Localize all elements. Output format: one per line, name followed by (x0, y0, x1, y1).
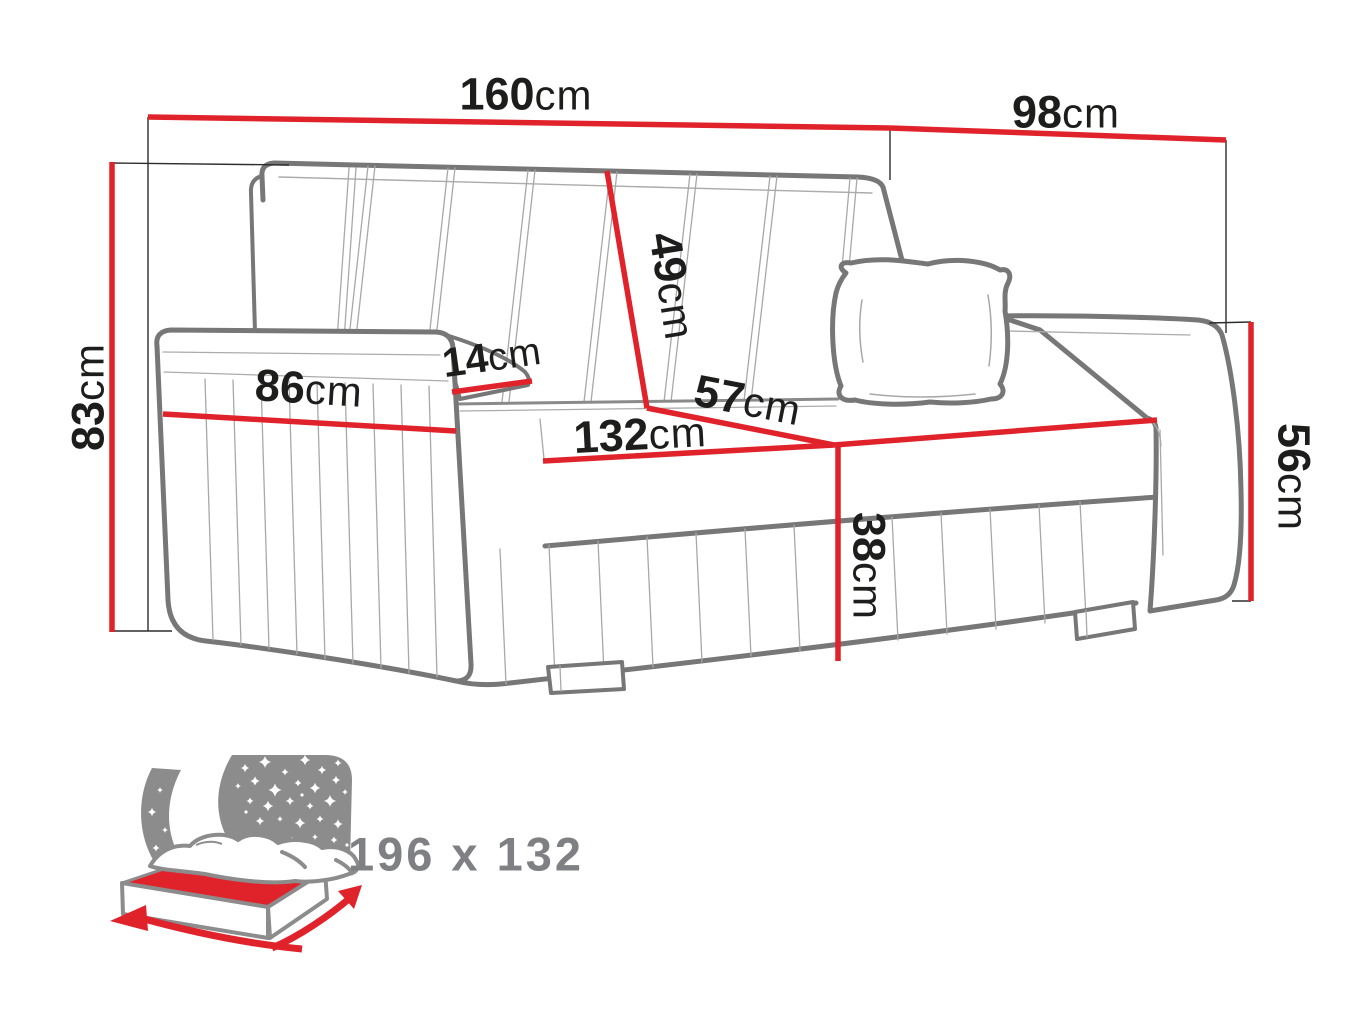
sleeping-function-icon (0, 0, 362, 953)
dim-line-14 (451, 378, 533, 395)
dimension-label-total-depth: 98cm (1011, 86, 1121, 138)
dimension-label-total-height: 83cm (62, 342, 114, 452)
dim-line-seat-front (833, 417, 1158, 448)
dimension-lines (109, 114, 1254, 661)
dim-line-98 (889, 125, 1227, 143)
dim-line-132 (542, 442, 835, 464)
extension-lines (109, 117, 1252, 632)
sofa-feet (546, 600, 1137, 695)
base-channel-lines (499, 501, 1087, 685)
bed-icon (110, 832, 362, 953)
dimension-label-seat-width: 132cm (572, 408, 708, 463)
moon-sliver (141, 768, 188, 870)
sleeping-area-size-label: 196 x 132 (347, 827, 585, 881)
stars (0, 0, 349, 861)
sofa-pillow (830, 257, 1013, 407)
blanket (148, 832, 360, 885)
dimension-label-armrest-height: 56cm (1268, 422, 1320, 532)
dimension-label-total-width: 160cm (459, 68, 593, 120)
dimension-label-seat-height: 38cm (843, 511, 895, 621)
sofa-right-armrest (995, 313, 1244, 614)
dimension-label-armrest-depth: 86cm (253, 359, 365, 416)
dim-line-49 (604, 170, 650, 409)
bed-dimension-arrows (136, 895, 353, 953)
armrest-stitch-lines (204, 378, 438, 678)
sofa-seat-and-base (453, 418, 1161, 688)
dim-line-160 (147, 114, 891, 131)
dim-line-57 (646, 405, 835, 448)
dim-line-86 (162, 411, 457, 434)
